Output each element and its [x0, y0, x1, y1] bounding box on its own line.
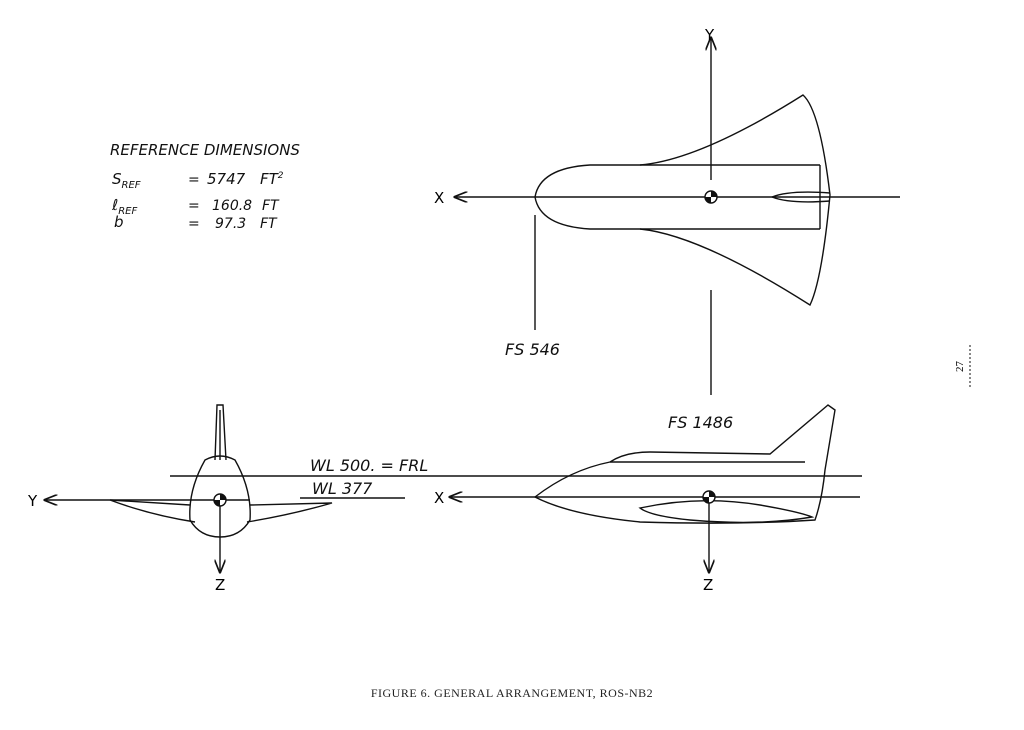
b-value: 97.3: [215, 216, 246, 232]
s-ref-symbol: S: [112, 170, 122, 188]
reference-dimensions: REFERENCE DIMENSIONS SREF = 5747 FT2 ℓRE…: [110, 141, 300, 232]
b-eq: =: [188, 216, 200, 232]
svg-text:FT2: FT2: [260, 170, 284, 188]
s-ref-sub: REF: [122, 180, 141, 191]
page-number: 27: [954, 361, 966, 373]
plan-x-label: X: [434, 189, 444, 207]
side-wing: [638, 499, 815, 524]
plan-fuselage: [534, 164, 820, 230]
front-fin: [214, 404, 227, 461]
front-fuselage: [189, 455, 251, 538]
l-ref-eq: =: [188, 198, 200, 214]
plan-view: Y X FS 546 FS 1486: [434, 26, 900, 432]
figure-caption: FIGURE 6. GENERAL ARRANGEMENT, ROS-NB2: [370, 686, 654, 700]
l-ref-symbol: ℓ: [111, 196, 118, 214]
svg-text:ℓREF: ℓREF: [111, 196, 137, 217]
l-ref-unit: FT: [262, 198, 280, 214]
front-y-label: Y: [27, 492, 38, 510]
s-ref-sup: 2: [278, 171, 284, 181]
fs1486-label: FS 1486: [668, 413, 733, 432]
front-z-label: Z: [215, 576, 225, 594]
side-view: X Z: [434, 404, 860, 594]
plan-y-label: Y: [704, 26, 715, 44]
side-fuselage: [533, 404, 836, 524]
front-view: Y Z: [27, 404, 333, 594]
s-ref-unit: FT: [260, 170, 280, 188]
side-x-label: X: [434, 489, 444, 507]
b-unit: FT: [260, 216, 278, 232]
l-ref-value: 160.8: [212, 198, 252, 214]
side-z-label: Z: [703, 576, 713, 594]
svg-text:SREF: SREF: [112, 170, 141, 191]
reference-title: REFERENCE DIMENSIONS: [110, 141, 300, 159]
plan-tail: [771, 191, 831, 203]
wl377-label: WL 377: [312, 479, 373, 498]
l-ref-sub: REF: [118, 206, 137, 217]
s-ref-eq: =: [188, 172, 200, 188]
fs546-label: FS 546: [505, 340, 560, 359]
plan-wing: [639, 94, 831, 307]
b-symbol: b: [114, 213, 124, 231]
s-ref-value: 5747: [207, 170, 246, 188]
wl500-label: WL 500. = FRL: [310, 456, 428, 475]
